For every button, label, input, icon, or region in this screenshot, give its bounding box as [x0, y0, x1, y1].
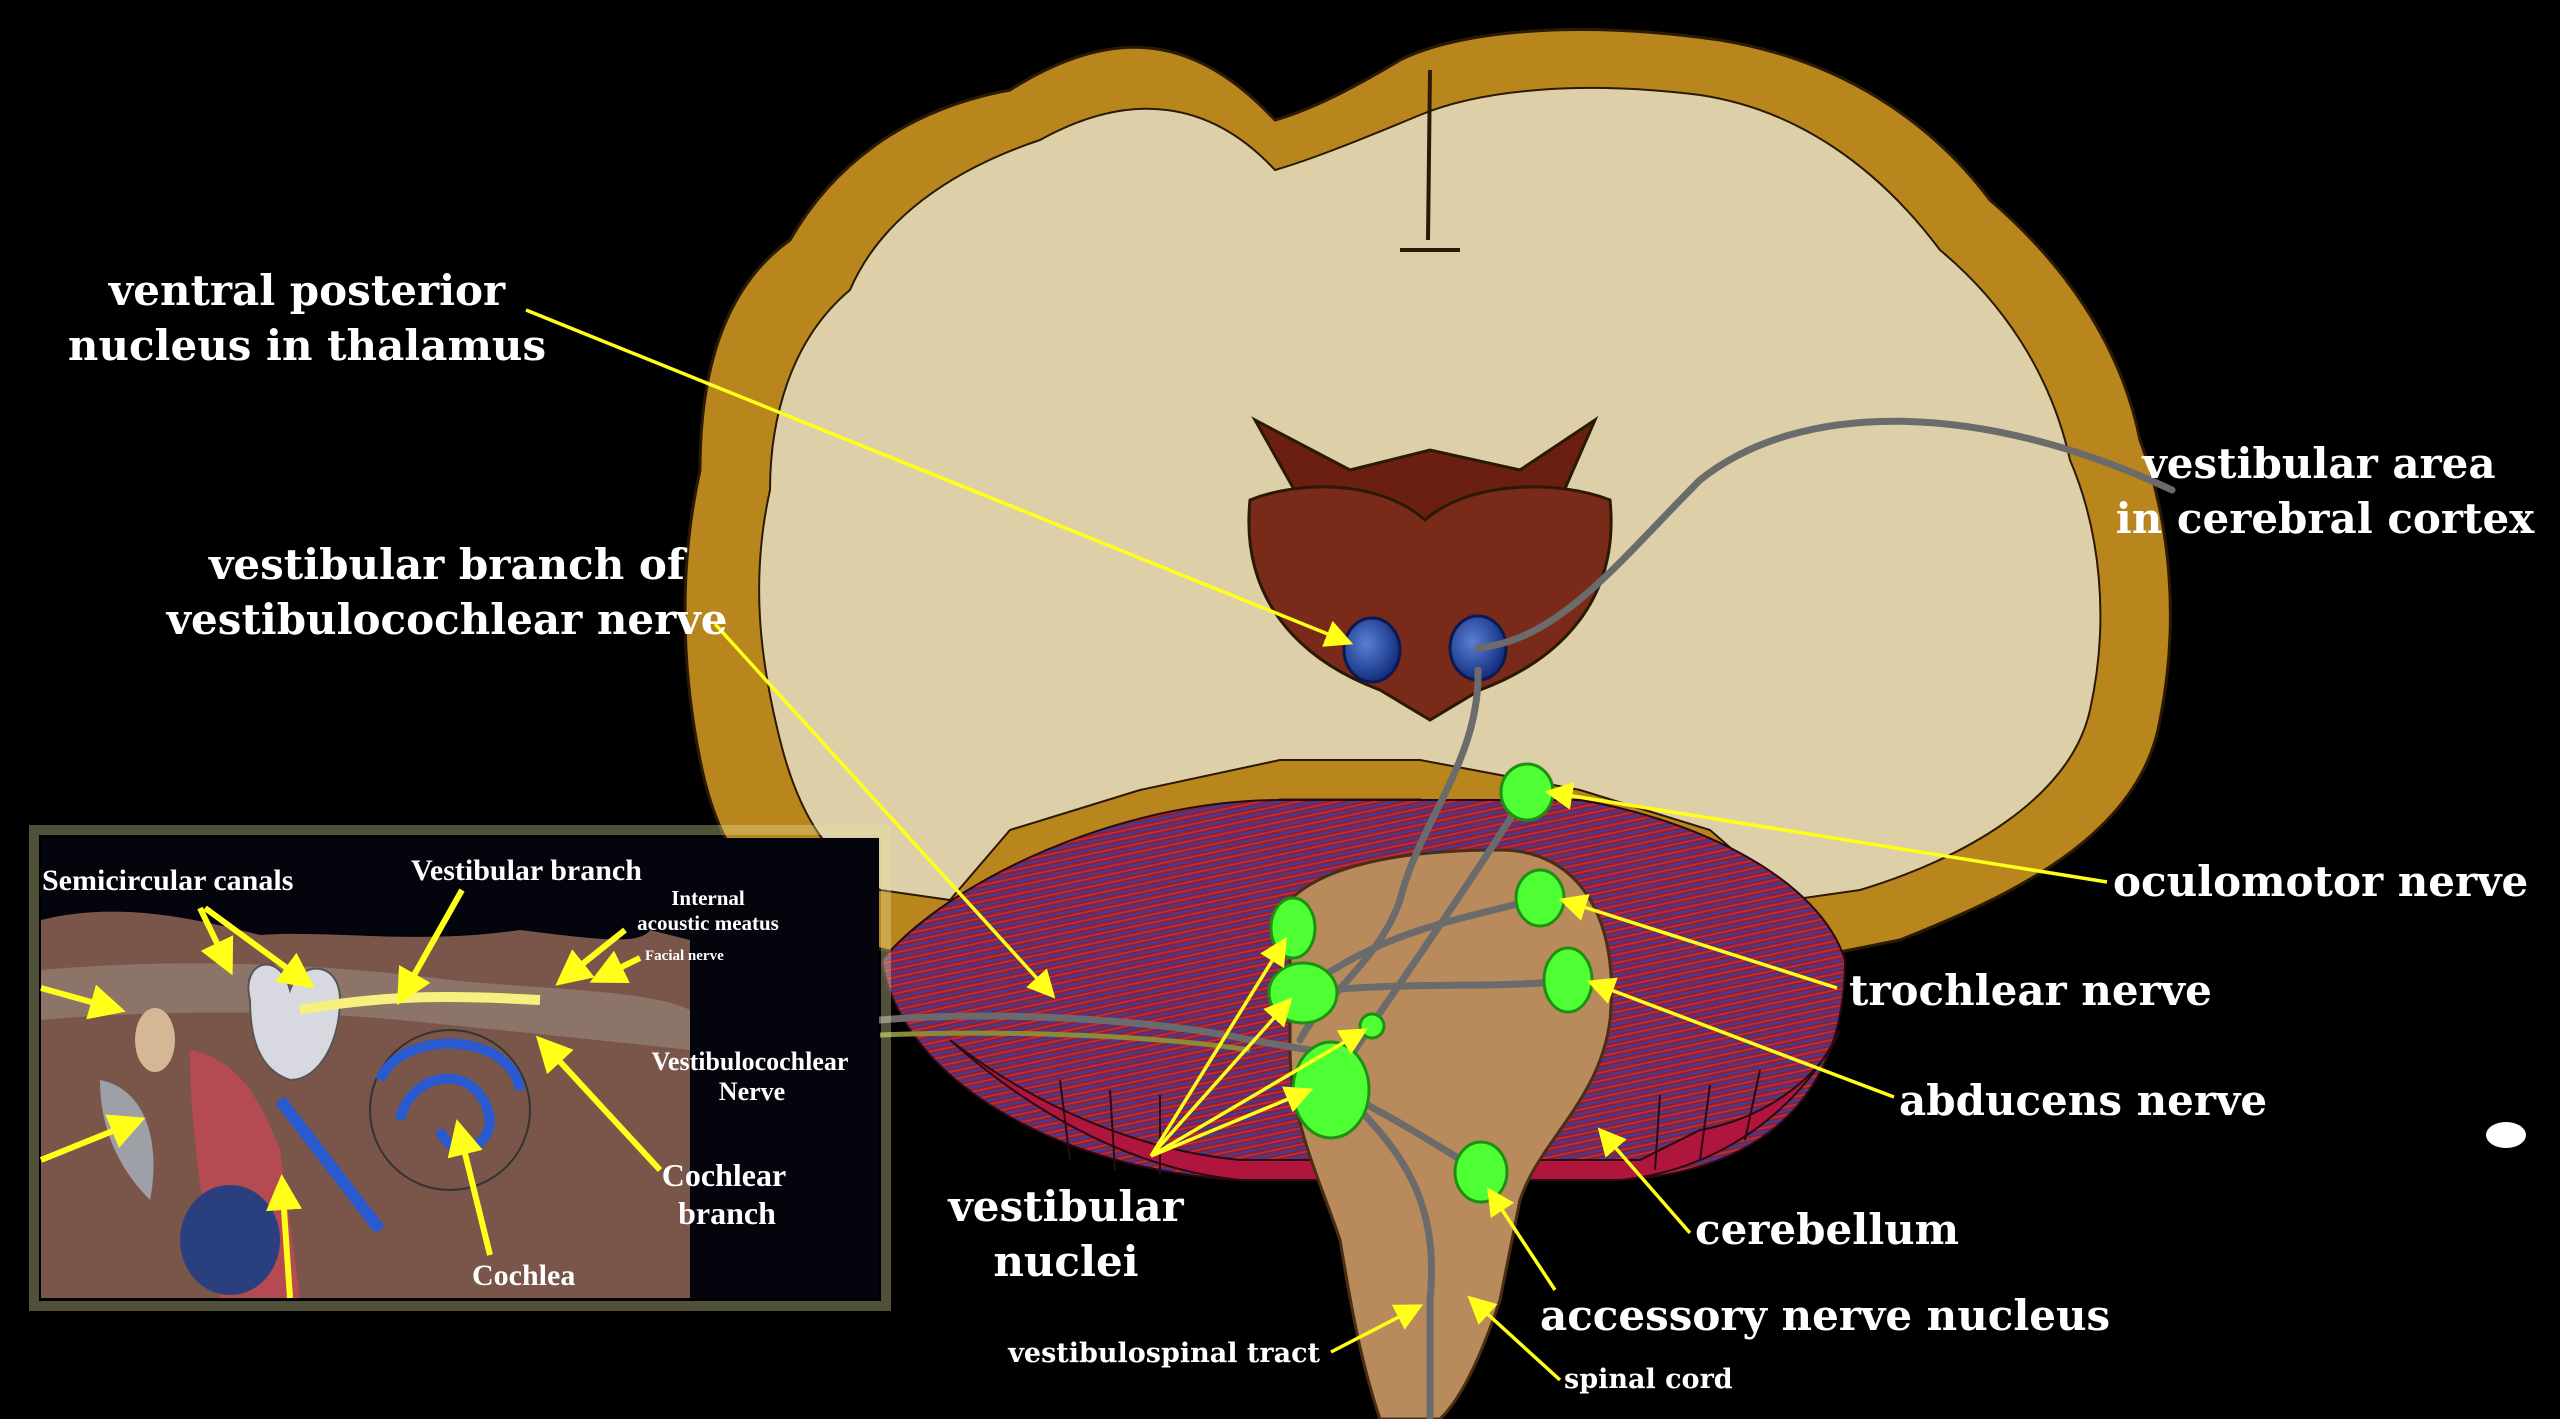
cerebrum — [683, 28, 2172, 962]
label-accessory: accessory nerve nucleus — [1540, 1291, 2110, 1340]
abducens-nucleus — [1542, 946, 1594, 1014]
label-arrows — [525, 308, 2108, 1382]
brainstem — [1288, 848, 1613, 1419]
inset-label-semicircular: Semicircular canals — [42, 864, 293, 897]
label-spinal-cord: spinal cord — [1564, 1364, 1733, 1395]
inner-ear-inset: Semicircular canals Vestibular branch In… — [29, 825, 891, 1311]
auditory-tube — [275, 1096, 385, 1234]
label-trochlear: trochlear nerve — [1849, 966, 2212, 1015]
inset-label-cochlea: Cochlea — [472, 1259, 575, 1292]
accessory-nerve-nucleus — [1453, 1140, 1509, 1204]
cochlea-shape — [369, 1029, 531, 1191]
vestibular-nucleus-4 — [1358, 1012, 1386, 1040]
inset-label-vc-1: Vestibulocochlear — [652, 1047, 849, 1076]
inset-label-facial: Facial nerve — [645, 948, 724, 964]
inset-label-iam-1: Internal — [671, 886, 745, 910]
carotid — [180, 1185, 280, 1295]
longitudinal-fissure — [1400, 69, 1460, 252]
ossicles — [135, 1008, 175, 1072]
label-cortex-1: vestibular area — [2141, 439, 2495, 488]
main-labels: ventral posterior nucleus in thalamus ve… — [68, 266, 2535, 1395]
label-vpn-2: nucleus in thalamus — [68, 321, 546, 370]
ventral-posterior-nucleus-left — [1342, 616, 1402, 684]
label-nuclei-1: vestibular — [947, 1182, 1184, 1231]
thalamus — [1247, 485, 1613, 722]
label-cerebellum: cerebellum — [1695, 1205, 1959, 1254]
white-blob — [2486, 1122, 2526, 1148]
vestibular-nucleus-3 — [1291, 1040, 1371, 1140]
nerve-tracts — [876, 417, 2176, 1419]
inset-label-vc-2: Nerve — [719, 1077, 785, 1106]
inset-label-cochlear-1: Cochlear — [662, 1157, 786, 1193]
inset-label-cochlear-2: branch — [678, 1195, 776, 1231]
label-abducens: abducens nerve — [1899, 1076, 2267, 1125]
label-branch-2: vestibulocochlear nerve — [166, 595, 728, 644]
inset-label-iam-2: acoustic meatus — [637, 911, 779, 935]
label-branch-1: vestibular branch of — [208, 540, 688, 589]
trochlear-nucleus — [1514, 868, 1566, 928]
label-vestibulospinal: vestibulospinal tract — [1007, 1338, 1320, 1369]
label-oculomotor: oculomotor nerve — [2113, 857, 2528, 906]
label-vpn-1: ventral posterior — [108, 266, 506, 315]
inset-label-vestibular-branch: Vestibular branch — [411, 854, 642, 887]
label-cortex-2: in cerebral cortex — [2116, 494, 2535, 543]
petrous-bone-texture — [41, 963, 690, 1050]
oculomotor-nucleus — [1499, 762, 1555, 822]
label-nuclei-2: nuclei — [993, 1237, 1138, 1286]
